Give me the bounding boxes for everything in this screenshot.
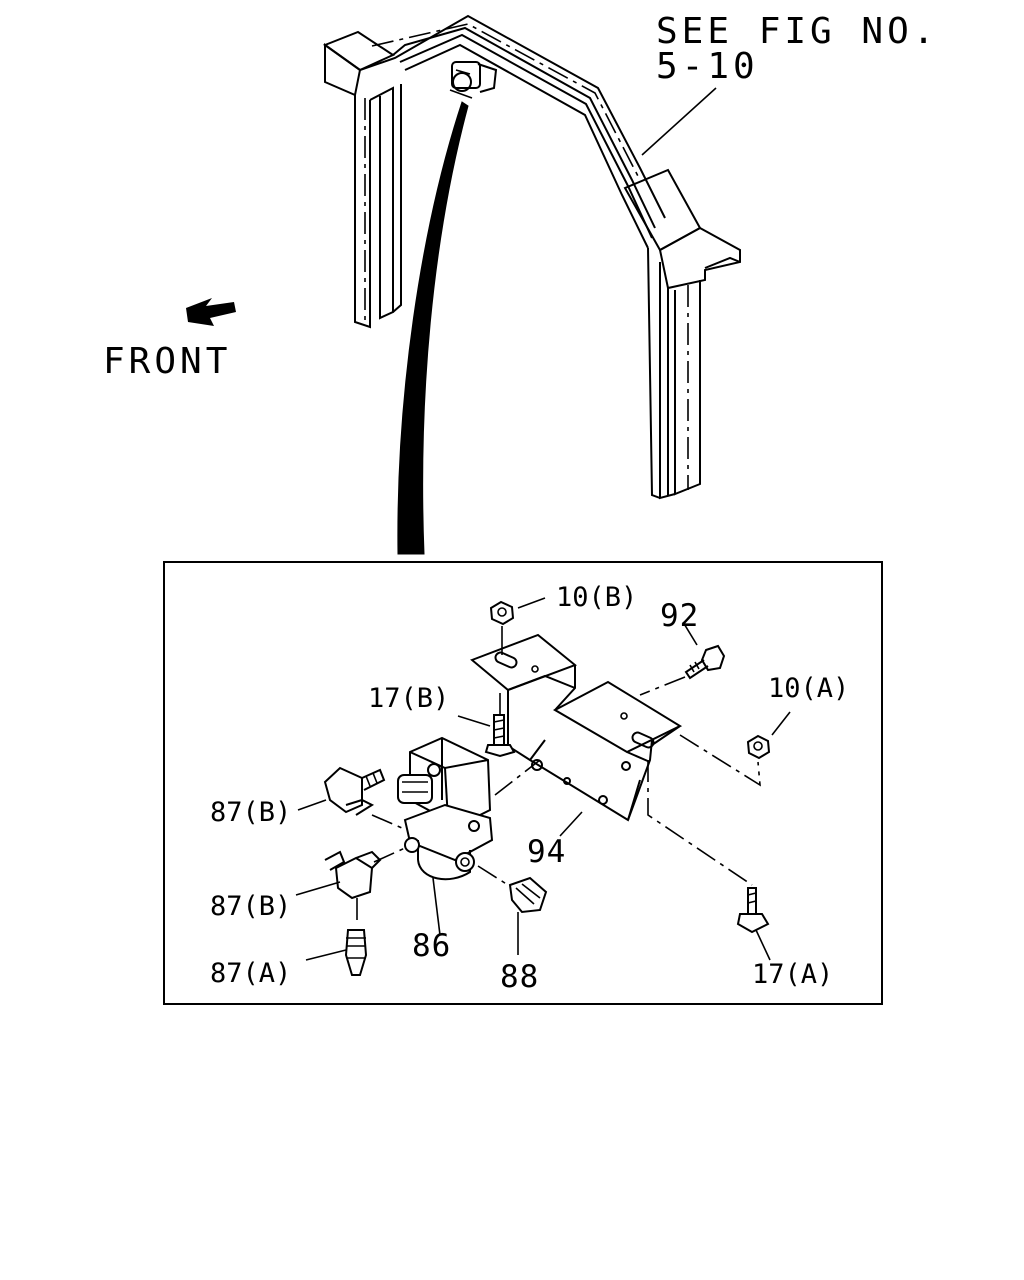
nut-10b bbox=[489, 597, 546, 655]
elbow-fitting-87b-upper bbox=[297, 766, 403, 829]
callout-86: 86 bbox=[412, 928, 451, 964]
nut-10a bbox=[679, 711, 791, 787]
frame-mounted-valve bbox=[449, 61, 498, 99]
solenoid-valve-86 bbox=[397, 736, 541, 936]
callout-92: 92 bbox=[660, 598, 699, 634]
leader-94 bbox=[559, 811, 583, 837]
cab-frame bbox=[322, 14, 741, 500]
plug-88 bbox=[477, 865, 548, 955]
front-arrow-icon bbox=[186, 298, 236, 326]
callout-10a: 10(A) bbox=[768, 673, 849, 704]
callout-17a: 17(A) bbox=[752, 959, 833, 990]
callout-88: 88 bbox=[500, 959, 539, 995]
bolt-17b bbox=[457, 690, 516, 758]
see-fig-line1: SEE FIG NO. bbox=[656, 11, 938, 52]
bolt-92 bbox=[639, 621, 726, 696]
elbow-fitting-87b-lower bbox=[295, 847, 406, 925]
detail-callout-sweep bbox=[397, 101, 469, 555]
callout-94: 94 bbox=[527, 834, 566, 870]
bracket-94 bbox=[470, 633, 683, 822]
detail-frame bbox=[163, 561, 883, 1005]
callout-17b: 17(B) bbox=[368, 683, 449, 714]
front-label: FRONT bbox=[103, 341, 231, 382]
fitting-87a bbox=[305, 929, 368, 976]
callout-10b: 10(B) bbox=[556, 582, 637, 613]
callout-87b-upper: 87(B) bbox=[210, 797, 291, 828]
see-fig-line2: 5-10 bbox=[656, 46, 759, 87]
bolt-17a bbox=[647, 760, 771, 961]
callout-87a: 87(A) bbox=[210, 958, 291, 989]
callout-87b-lower: 87(B) bbox=[210, 891, 291, 922]
